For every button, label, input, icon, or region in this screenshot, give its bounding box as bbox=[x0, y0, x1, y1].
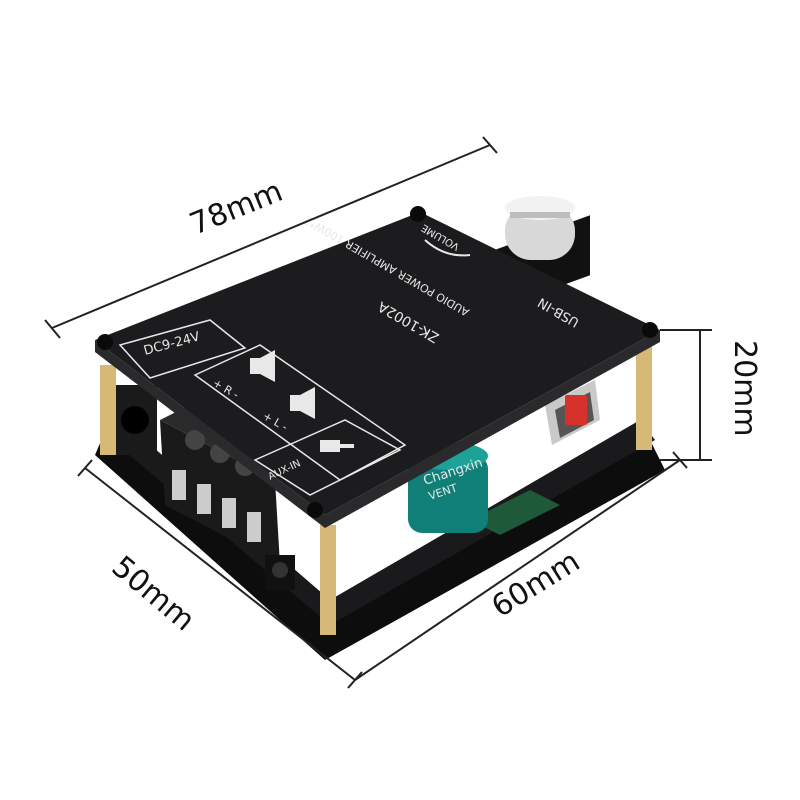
width-dimension: 50mm bbox=[105, 549, 202, 638]
aux-jack bbox=[265, 555, 295, 590]
volume-arrow-icon bbox=[424, 239, 471, 257]
volume-knob bbox=[505, 196, 575, 260]
length-dimension: 78mm bbox=[185, 174, 288, 243]
capacitor: Changxin VENT bbox=[408, 442, 488, 533]
dimension-right: 20mm bbox=[660, 329, 762, 461]
right-speaker-icon bbox=[250, 350, 275, 382]
left-speaker-icon bbox=[290, 387, 315, 419]
red-component bbox=[565, 395, 587, 425]
dc-jack bbox=[112, 385, 157, 455]
top-panel: DC9-24V + R - + L - AUX-IN ZK-1002A AUDI… bbox=[95, 206, 660, 528]
aux-plug-icon bbox=[320, 440, 354, 452]
height-dimension: 20mm bbox=[727, 340, 762, 437]
standoffs bbox=[100, 345, 652, 635]
